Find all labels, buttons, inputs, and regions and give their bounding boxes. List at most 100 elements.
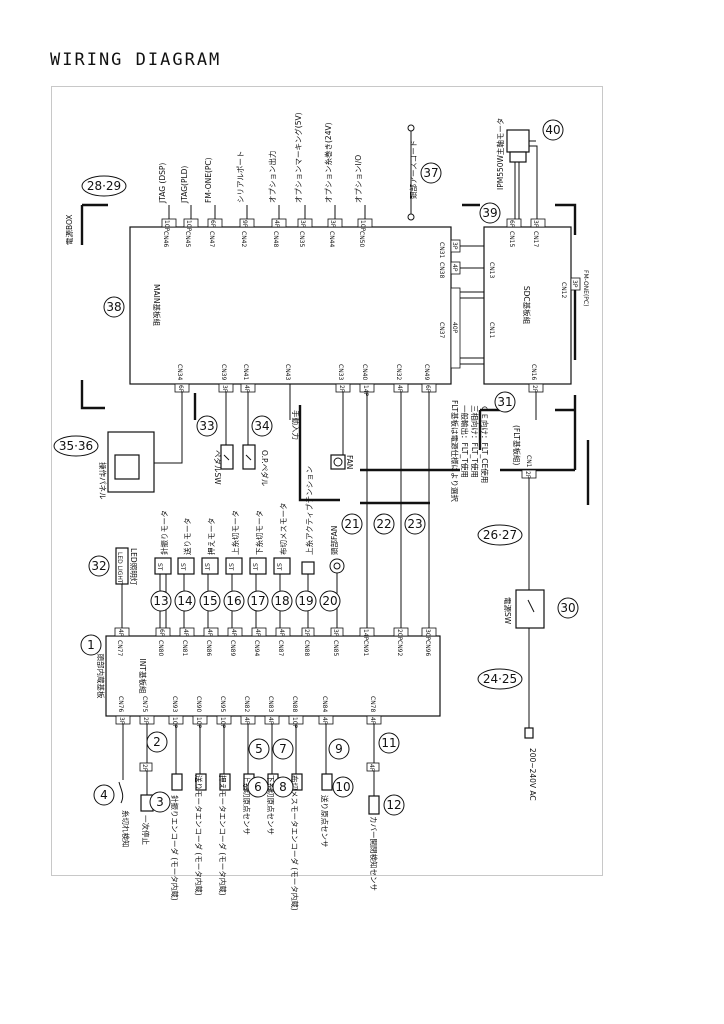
svg-text:24·25: 24·25 — [483, 672, 517, 686]
callouts: 28·29 38 35·36 33 34 37 39 40 31 32 21 2… — [53, 119, 579, 816]
svg-text:3P: 3P — [332, 629, 339, 637]
svg-text:2P: 2P — [303, 629, 310, 637]
svg-text:3P: 3P — [118, 717, 125, 725]
callout-14: 14 — [174, 590, 196, 612]
callout-5: 5 — [248, 738, 270, 760]
main-motor: IPM550W主軸モータ — [495, 118, 538, 219]
svg-text:35·36: 35·36 — [59, 439, 93, 453]
svg-text:CN75: CN75 — [141, 696, 148, 712]
svg-text:CN96: CN96 — [424, 640, 431, 656]
svg-text:3P: 3P — [532, 220, 539, 228]
svg-text:CN46: CN46 — [162, 231, 169, 247]
svg-text:CN84: CN84 — [321, 696, 328, 712]
main-board-label: MAIN基板組 — [152, 284, 162, 326]
svg-text:CN37: CN37 — [438, 322, 445, 338]
svg-text:10P: 10P — [219, 717, 226, 729]
callout-21: 21 — [341, 513, 363, 535]
flt-board: FLT基板は電源仕様により選択 一般輸出：FLT_T使用 三相向け：FLT_T使… — [450, 392, 545, 801]
callout-35-36: 35·36 — [53, 435, 99, 457]
svg-text:CN15: CN15 — [508, 231, 515, 247]
svg-text:CN44: CN44 — [328, 231, 335, 247]
callout-39: 39 — [479, 202, 501, 224]
svg-text:CN34: CN34 — [176, 364, 183, 380]
diagram-frame — [51, 86, 603, 876]
svg-text:CN92: CN92 — [396, 640, 403, 656]
svg-text:15: 15 — [202, 594, 217, 608]
svg-text:FM-ONE(PC): FM-ONE(PC) — [582, 270, 589, 306]
svg-text:上糸切原点センサ: 上糸切原点センサ — [242, 775, 252, 835]
power-box-outline — [80, 203, 590, 505]
motor-15: 押えモータ ST — [201, 518, 219, 628]
svg-text:30P: 30P — [424, 629, 431, 641]
svg-text:CN91: CN91 — [362, 640, 369, 656]
svg-text:4P: 4P — [273, 220, 280, 228]
callout-24-25: 24·25 — [477, 668, 523, 690]
svg-text:CN81: CN81 — [181, 640, 188, 656]
svg-text:3P: 3P — [571, 280, 578, 288]
svg-text:シリアルポート: シリアルポート — [236, 151, 245, 203]
motor-14: 送りモータ ST — [177, 518, 195, 628]
svg-text:6P: 6P — [508, 220, 515, 228]
callout-40: 40 — [542, 119, 564, 141]
svg-text:ST: ST — [156, 563, 163, 571]
svg-text:CN88: CN88 — [303, 640, 310, 656]
svg-text:三相向け：FLT_T使用: 三相向け：FLT_T使用 — [470, 405, 480, 478]
svg-text:CN39: CN39 — [220, 364, 227, 380]
svg-text:FM-ONE(PC): FM-ONE(PC) — [204, 157, 213, 203]
main-right-connectors: CN31 3P CN38 4P CN37 40P — [438, 239, 484, 369]
callout-33: 33 — [196, 415, 218, 437]
main-cn47: 6P CN47 FM-ONE(PC) — [204, 157, 223, 247]
svg-text:布切メスモータエンコーダ (モータ内蔵): 布切メスモータエンコーダ (モータ内蔵) — [290, 775, 300, 911]
sdc-board: SDC基板組 6P CN15 3P CN17 CN13 CN11 CN12 3P… — [483, 218, 589, 393]
svg-text:31: 31 — [497, 395, 512, 409]
main-top-connectors: 10P CN46 JTAG (DSP) 10P CN45 JTAG(PLD) 6… — [158, 112, 373, 247]
svg-text:CN85: CN85 — [332, 640, 339, 656]
svg-text:CN78: CN78 — [369, 696, 376, 712]
svg-text:頭部FAN: 頭部FAN — [329, 526, 339, 555]
svg-text:22: 22 — [376, 517, 391, 531]
svg-text:10P: 10P — [291, 717, 298, 729]
svg-text:ST: ST — [179, 563, 186, 571]
main-cn45: 10P CN45 JTAG(PLD) — [180, 166, 199, 247]
svg-text:10P: 10P — [163, 220, 170, 232]
svg-text:4P: 4P — [278, 629, 285, 637]
sdc-board-label: SDC基板組 — [522, 286, 532, 325]
svg-text:4: 4 — [100, 788, 108, 802]
svg-text:CN16: CN16 — [530, 364, 537, 380]
main-board: MAIN基板組 — [129, 226, 452, 385]
svg-text:ST: ST — [275, 563, 282, 571]
svg-text:12: 12 — [386, 798, 401, 812]
svg-text:1: 1 — [87, 638, 95, 652]
svg-text:CN80: CN80 — [157, 640, 164, 656]
svg-text:23: 23 — [407, 517, 422, 531]
svg-text:針振りエンコーダ (モータ内蔵): 針振りエンコーダ (モータ内蔵) — [170, 795, 180, 901]
svg-text:CN94: CN94 — [253, 640, 260, 656]
svg-text:9P: 9P — [241, 220, 248, 228]
svg-text:糸切れ検知: 糸切れ検知 — [121, 810, 131, 848]
svg-text:16: 16 — [226, 594, 241, 608]
svg-text:21: 21 — [344, 517, 359, 531]
svg-text:2P: 2P — [141, 764, 148, 772]
motor-20: 頭部FAN — [329, 526, 345, 628]
callout-28-29: 28·29 — [81, 175, 127, 197]
svg-text:3P: 3P — [451, 242, 458, 250]
svg-text:送り原点センサ: 送り原点センサ — [320, 795, 330, 848]
svg-text:4P: 4P — [451, 264, 458, 272]
svg-text:オプション糸巻き(24V): オプション糸巻き(24V) — [323, 122, 333, 203]
svg-text:20P: 20P — [396, 629, 403, 641]
callout-7: 7 — [272, 738, 294, 760]
svg-text:押えモータ: 押えモータ — [206, 518, 216, 556]
main-cn46: 10P CN46 JTAG (DSP) — [158, 163, 177, 247]
svg-text:CN17: CN17 — [532, 231, 539, 247]
svg-text:CN89: CN89 — [229, 640, 236, 656]
svg-text:3P: 3P — [329, 220, 336, 228]
callout-30: 30 — [557, 597, 579, 619]
svg-text:3: 3 — [156, 795, 164, 809]
main-bottom-connectors: CN34 6P CN39 3P CN41 4P CN43 CN33 2P CN4… — [174, 364, 437, 397]
svg-text:2P: 2P — [531, 385, 538, 393]
main-cn42: 9P CN42 シリアルポート — [236, 151, 255, 247]
svg-text:CN42: CN42 — [240, 231, 247, 247]
svg-text:4P: 4P — [267, 717, 274, 725]
